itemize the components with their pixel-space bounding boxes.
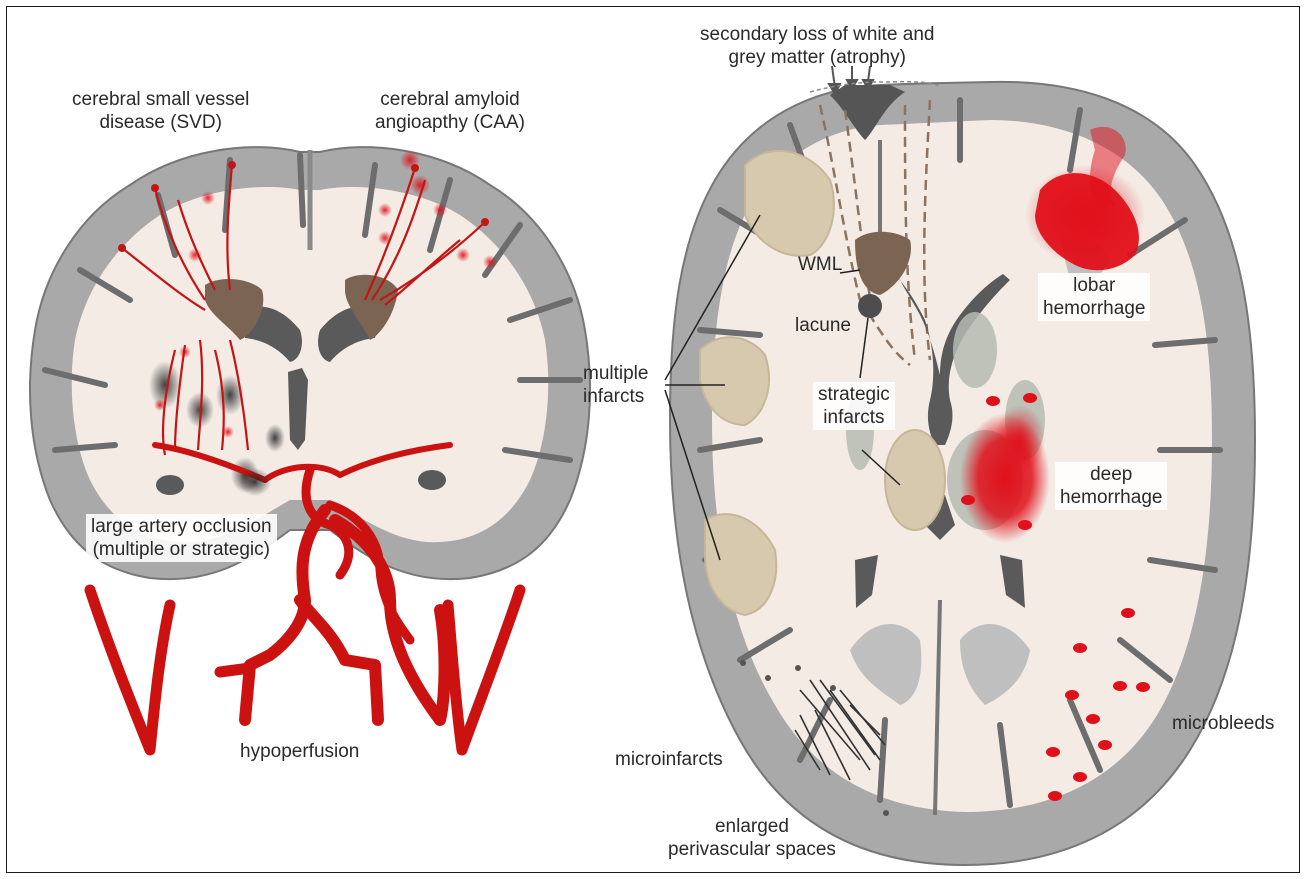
deep-hemorrhage-label: deep hemorrhage — [1055, 462, 1167, 510]
coronal-brain — [30, 147, 590, 640]
lacune-label: lacune — [795, 314, 851, 337]
hypoperfusion-label: hypoperfusion — [240, 740, 359, 763]
wml-label: WML — [798, 253, 842, 276]
lacune-spot — [858, 294, 882, 318]
coronal-third-ventricle — [288, 368, 308, 450]
caa-label: cerebral amyloid angioapthy (CAA) — [375, 88, 525, 134]
multiple-infarcts-label: multiple infarcts — [583, 362, 648, 408]
atrophy-label: secondary loss of white and grey matter … — [700, 23, 934, 69]
strategic-infarcts-label: strategic infarcts — [813, 382, 895, 430]
microbleeds-label: microbleeds — [1172, 712, 1274, 735]
epvs-label: enlarged perivascular spaces — [668, 815, 836, 861]
large-artery-occlusion-label: large artery occlusion (multiple or stra… — [86, 514, 277, 562]
lobar-hemorrhage-label: lobar hemorrhage — [1038, 273, 1150, 321]
microinfarcts-label: microinfarcts — [615, 748, 723, 771]
svd-label: cerebral small vessel disease (SVD) — [72, 88, 249, 134]
